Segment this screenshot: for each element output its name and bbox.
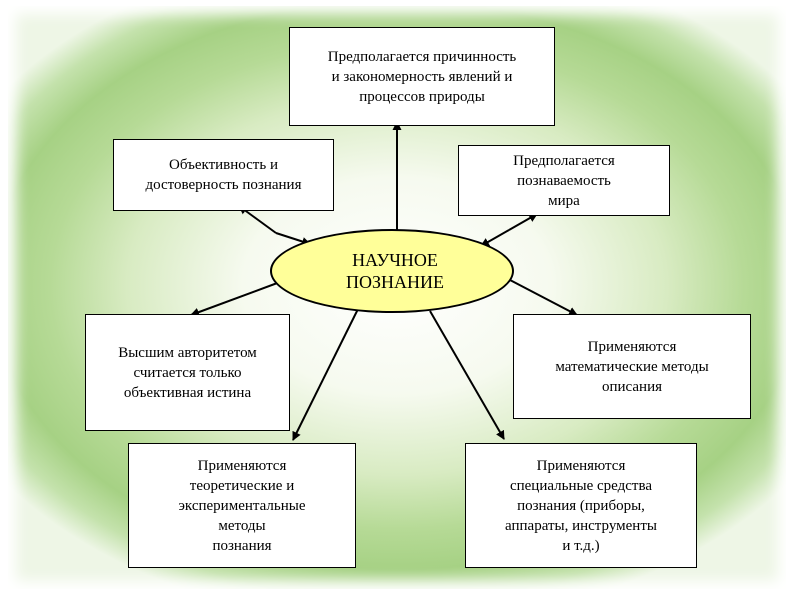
central-ellipse: НАУЧНОЕ ПОЗНАНИЕ [270,229,514,313]
authority-box: Высшим авторитетом считается только объе… [85,314,290,431]
arrow-to-math-methods [509,279,578,316]
theoretical-methods-box: Применяются теоретические и эксперимента… [128,443,356,568]
causality-box: Предполагается причинность и закономерно… [289,27,555,126]
objectivity-box: Объективность и достоверность познания [113,139,334,211]
knowability-box: Предполагается познаваемость мира [458,145,670,216]
math-methods-box: Применяются математические методы описан… [513,314,751,419]
arrow-to-authority [190,281,281,317]
arrow-to-theoretical-methods [292,308,359,441]
arrow-to-knowability-b [508,213,538,231]
arrow-to-special-tools [429,310,505,440]
special-tools-box: Применяются специальные средства познани… [465,443,697,568]
